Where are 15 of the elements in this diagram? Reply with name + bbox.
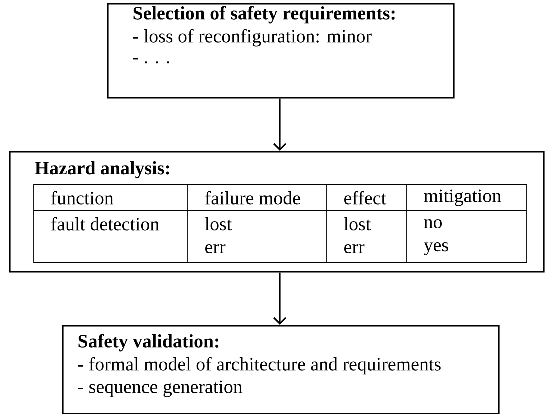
arrow <box>273 272 287 325</box>
table-cell: err <box>206 244 226 254</box>
process-box: Selection of safety requirements: - loss of reconfiguration: minor - . . . <box>107 3 455 99</box>
arrow <box>273 98 287 151</box>
table-cell: yes <box>424 242 448 256</box>
table-cell: no <box>424 219 442 229</box>
table-cell: effect <box>344 191 386 205</box>
table-cell: failure mode <box>205 191 300 205</box>
table-cell: mitigation <box>424 190 502 206</box>
table-cell: function <box>51 191 114 205</box>
table-cell: lost <box>344 217 372 231</box>
table-cell: err <box>344 244 365 254</box>
table-cell: fault detection <box>51 217 160 231</box>
process-box: Safety validation: - formal model of architecture and requirements - sequence generation <box>62 325 500 414</box>
table-cell: lost <box>205 217 232 231</box>
